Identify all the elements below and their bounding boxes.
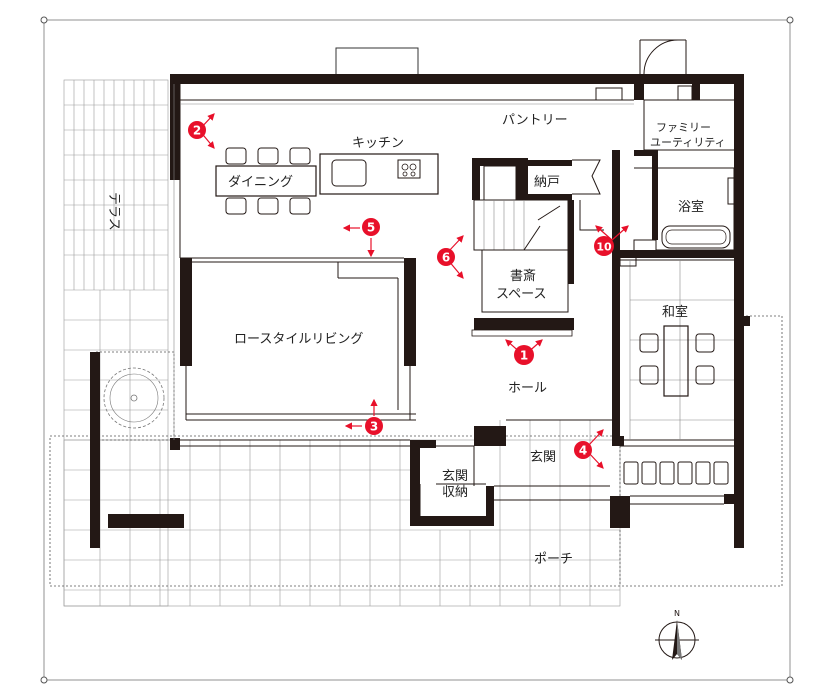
label-pantry: パントリー [502, 113, 568, 128]
compass-north-icon: N [655, 609, 699, 660]
label-japanese-room: 和室 [662, 304, 688, 320]
view-marker-4: 2 [188, 113, 215, 149]
label-storage: 納戸 [534, 175, 560, 190]
terrace-grid [63, 79, 621, 607]
label-bathroom: 浴室 [678, 199, 704, 215]
tree-icon [103, 367, 165, 429]
walls [90, 74, 750, 548]
view-marker-5: 5 [342, 218, 380, 258]
shoe-storage [623, 461, 729, 485]
page-frame [40, 16, 794, 684]
view-marker-2: 4 [574, 429, 604, 469]
view-marker-3: 3 [344, 398, 383, 435]
label-kitchen: キッチン [352, 136, 404, 151]
label-porch: ポーチ [534, 552, 573, 567]
thin-walls [173, 39, 735, 516]
label-entrance-storage-1: 玄関 [442, 469, 468, 484]
label-living: ロースタイルリビング [234, 332, 363, 347]
label-entrance: 玄関 [530, 450, 556, 465]
compass-label: N [674, 609, 680, 618]
marker-label: 3 [370, 420, 378, 434]
label-dining: ダイニング [228, 175, 293, 190]
marker-label: 5 [367, 221, 375, 235]
view-marker-1: 1 [505, 339, 543, 365]
marker-label: 10 [596, 241, 612, 254]
view-marker-10: 10 [594, 225, 629, 256]
label-hall: ホール [508, 381, 547, 396]
label-study-1: 書斎 [510, 268, 536, 284]
label-terrace: テラス [106, 192, 121, 231]
japanese-room-table [639, 325, 715, 397]
staircase [473, 165, 569, 313]
label-entrance-storage-2: 収納 [442, 485, 468, 500]
view-marker-6: 6 [437, 235, 464, 279]
marker-label: 1 [520, 349, 528, 363]
marker-label: 2 [193, 124, 201, 138]
marker-label: 4 [579, 444, 587, 458]
label-study-2: スペース [496, 287, 546, 302]
marker-label: 6 [442, 251, 450, 265]
kitchen-counter [319, 153, 439, 195]
dining-table [215, 147, 317, 215]
label-family-utility-2: ユーティリティ [650, 136, 726, 149]
roof-box [335, 47, 419, 77]
label-family-utility-1: ファミリー [656, 121, 711, 134]
